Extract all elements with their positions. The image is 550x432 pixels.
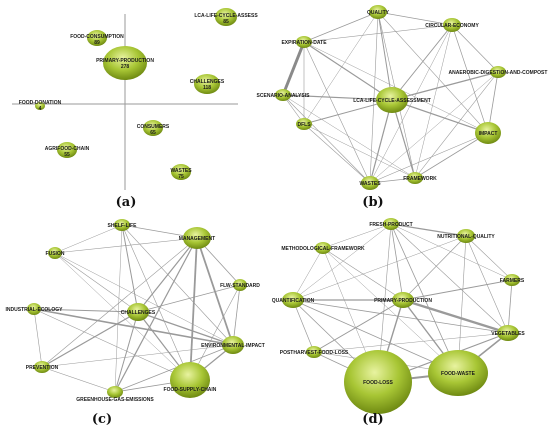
node-primary-production-d: PRIMARY-PRODUCTION (374, 292, 432, 308)
svg-text:MANAGEMENT: MANAGEMENT (179, 236, 215, 242)
svg-text:WASTES: WASTES (359, 181, 381, 187)
node-dfls: DFLS (296, 118, 312, 130)
svg-text:SHELF-LIFE: SHELF-LIFE (108, 223, 138, 229)
svg-text:SCENARIO-ANALYSIS: SCENARIO-ANALYSIS (257, 93, 311, 99)
node-management: MANAGEMENT (179, 227, 215, 249)
node-farmers: FARMERS (500, 274, 525, 286)
panel-d: FRESH-PRODUCT NUTRITIONAL-QUALITY METHOD… (272, 218, 525, 427)
node-primary-production: PRIMARY-PRODUCTION 278 (96, 46, 154, 80)
node-industrial-ecology: INDUSTRIAL-ECOLOGY (6, 303, 64, 315)
svg-text:85: 85 (223, 19, 229, 25)
node-wastes-b: WASTES (359, 176, 381, 190)
panel-label-a: (a) (116, 195, 137, 210)
panel-b: QUALITY CIRCULAR-ECONOMY EXPIRATION-DATE… (257, 5, 548, 210)
node-wastes: WASTES 75 (170, 164, 192, 180)
node-food-donation: FOOD-DONATION 4 (19, 100, 62, 112)
panel-label-c: (c) (92, 412, 112, 427)
node-agrifood-chain: AGRIFOOD-CHAIN 55 (45, 142, 90, 158)
panel-c: SHELF-LIFE MANAGEMENT FUSION FLW-STANDAR… (6, 219, 265, 427)
svg-text:FOOD-LOSS: FOOD-LOSS (363, 380, 393, 386)
node-framework: FRAMEWORK (403, 172, 437, 184)
svg-text:WASTES: WASTES (170, 168, 192, 174)
svg-text:POSTHARVEST-FOOD-LOSS: POSTHARVEST-FOOD-LOSS (280, 350, 349, 356)
svg-text:55: 55 (64, 152, 70, 158)
svg-text:CHALLENGES: CHALLENGES (190, 79, 225, 85)
svg-text:4: 4 (39, 106, 42, 112)
node-scenario-analysis: SCENARIO-ANALYSIS (257, 89, 311, 101)
svg-text:FARMERS: FARMERS (500, 278, 525, 284)
svg-text:ANAEROBIC-DIGESTION-AND-COMPOS: ANAEROBIC-DIGESTION-AND-COMPOST (449, 70, 548, 76)
svg-text:118: 118 (203, 85, 211, 91)
node-fusion: FUSION (46, 247, 65, 259)
svg-text:DFLS: DFLS (297, 122, 311, 128)
svg-text:CIRCULAR-ECONOMY: CIRCULAR-ECONOMY (425, 23, 479, 29)
svg-text:GREENHOUSE-GAS-EMISSIONS: GREENHOUSE-GAS-EMISSIONS (76, 397, 154, 403)
svg-text:IMPACT: IMPACT (479, 131, 498, 137)
node-challenges: CHALLENGES 118 (190, 74, 225, 94)
node-lca-life-cycle-assessment: LCA-LIFE-CYCLE-ASSESSMENT (353, 87, 431, 113)
svg-text:278: 278 (121, 64, 130, 70)
svg-text:AGRIFOOD-CHAIN: AGRIFOOD-CHAIN (45, 146, 90, 152)
svg-text:FOOD-SUPPLY-CHAIN: FOOD-SUPPLY-CHAIN (164, 387, 217, 393)
node-quality: QUALITY (367, 5, 390, 19)
node-impact: IMPACT (475, 122, 501, 144)
svg-text:LCA-LIFE-CYCLE-ASSESS: LCA-LIFE-CYCLE-ASSESS (194, 13, 258, 19)
node-environmental-impact: ENVIRONMENTAL-IMPACT (201, 336, 265, 354)
svg-text:METHODOLOGICAL-FRAMEWORK: METHODOLOGICAL-FRAMEWORK (281, 246, 365, 252)
node-lca-life-cycle-assess: LCA-LIFE-CYCLE-ASSESS 85 (194, 8, 258, 26)
edges-c (33, 224, 241, 393)
svg-text:PREVENTION: PREVENTION (26, 365, 59, 371)
edges-d (292, 223, 513, 383)
node-vegetables: VEGETABLES (491, 325, 525, 341)
edges-b (281, 11, 499, 184)
svg-text:FLW-STANDARD: FLW-STANDARD (220, 283, 260, 289)
svg-text:PRIMARY-PRODUCTION: PRIMARY-PRODUCTION (374, 298, 432, 304)
node-challenges-c: CHALLENGES (121, 303, 156, 321)
svg-text:FRAMEWORK: FRAMEWORK (403, 176, 437, 182)
svg-text:CHALLENGES: CHALLENGES (121, 310, 156, 316)
node-methodological-framework: METHODOLOGICAL-FRAMEWORK (281, 242, 365, 254)
node-flw-standard: FLW-STANDARD (220, 279, 260, 291)
node-circular-economy: CIRCULAR-ECONOMY (425, 18, 479, 32)
panel-label-b: (b) (362, 195, 383, 210)
node-food-consumption: FOOD-CONSUMPTION 89 (70, 30, 124, 46)
svg-text:89: 89 (94, 40, 100, 46)
svg-text:FOOD-CONSUMPTION: FOOD-CONSUMPTION (70, 34, 124, 40)
node-expiration-date: EXPIRATION-DATE (281, 36, 327, 48)
svg-text:FOOD-WASTE: FOOD-WASTE (441, 371, 476, 377)
node-food-supply-chain: FOOD-SUPPLY-CHAIN (164, 362, 217, 398)
svg-text:75: 75 (178, 174, 184, 180)
svg-text:QUALITY: QUALITY (367, 10, 390, 16)
node-food-loss: FOOD-LOSS (344, 350, 412, 414)
node-postharvest-food-loss: POSTHARVEST-FOOD-LOSS (280, 346, 349, 358)
node-prevention: PREVENTION (26, 361, 59, 373)
svg-text:CONSUMERS: CONSUMERS (137, 124, 170, 130)
svg-text:PRIMARY-PRODUCTION: PRIMARY-PRODUCTION (96, 58, 154, 64)
node-nutritional-quality: NUTRITIONAL-QUALITY (437, 229, 495, 243)
node-consumers: CONSUMERS 65 (137, 120, 170, 136)
svg-text:FRESH-PRODUCT: FRESH-PRODUCT (369, 222, 412, 228)
node-shelf-life: SHELF-LIFE (108, 219, 138, 231)
svg-text:FUSION: FUSION (46, 251, 65, 257)
svg-text:INDUSTRIAL-ECOLOGY: INDUSTRIAL-ECOLOGY (6, 307, 64, 313)
svg-text:LCA-LIFE-CYCLE-ASSESSMENT: LCA-LIFE-CYCLE-ASSESSMENT (353, 98, 431, 104)
panel-label-d: (d) (362, 412, 383, 427)
svg-text:FOOD-DONATION: FOOD-DONATION (19, 100, 62, 106)
node-fresh-product: FRESH-PRODUCT (369, 218, 413, 230)
svg-text:ENVIRONMENTAL-IMPACT: ENVIRONMENTAL-IMPACT (201, 343, 265, 349)
svg-text:NUTRITIONAL-QUALITY: NUTRITIONAL-QUALITY (437, 234, 495, 240)
node-greenhouse-gas-emissions: GREENHOUSE-GAS-EMISSIONS (76, 386, 154, 403)
svg-text:QUANTIFICATION: QUANTIFICATION (272, 298, 315, 304)
node-quantification: QUANTIFICATION (272, 292, 315, 308)
svg-text:VEGETABLES: VEGETABLES (491, 331, 525, 337)
panel-a: FOOD-CONSUMPTION 89 PRIMARY-PRODUCTION 2… (12, 8, 258, 210)
svg-text:EXPIRATION-DATE: EXPIRATION-DATE (281, 40, 327, 46)
node-anaerobic-digestion: ANAEROBIC-DIGESTION-AND-COMPOST (449, 66, 548, 78)
svg-text:65: 65 (150, 130, 156, 136)
node-food-waste: FOOD-WASTE (428, 350, 488, 396)
